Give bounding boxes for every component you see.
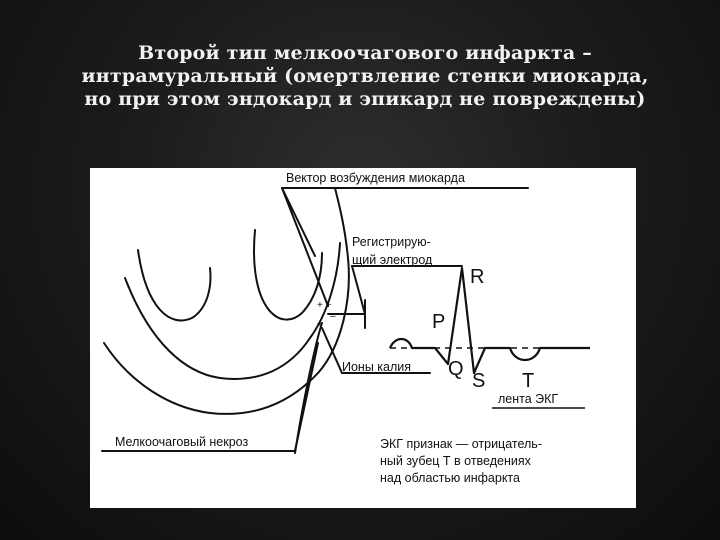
wave-q-label: Q	[448, 358, 464, 380]
wave-p-label: P	[432, 311, 446, 333]
electrode-label-line2: щий электрод	[352, 253, 433, 267]
ions-pointer	[321, 327, 431, 374]
wave-r-label: R	[470, 266, 485, 288]
ecg-trace	[388, 266, 590, 375]
ecg-sign-line1: ЭКГ признак — отрицатель-	[380, 437, 542, 451]
wave-s-label: S	[472, 370, 486, 392]
charge-minus-label: –	[330, 311, 336, 322]
electrode-label-line1: Регистрирую-	[352, 235, 431, 249]
ecg-sign-line2: ный зубец Т в отведениях	[380, 454, 531, 468]
cavity-loop-right	[253, 229, 323, 321]
ecg-sign-note: ЭКГ признак — отрицатель- ный зубец Т в …	[380, 436, 620, 487]
cavity-loop-left	[137, 249, 212, 322]
ecg-sign-line3: над областью инфаркта	[380, 471, 520, 485]
diagram-drawing	[101, 187, 590, 454]
charge-plus-label: + +	[317, 300, 332, 311]
ecg-diagram: Вектор возбуждения миокарда Регистрирую-…	[90, 168, 636, 508]
electrode-pointer	[351, 265, 366, 315]
charge-plus-mid-label: +	[317, 319, 323, 330]
outer-heart-wall	[103, 187, 350, 415]
ecg-tape-label: лента ЭКГ	[498, 392, 559, 406]
inner-heart-wall	[124, 242, 341, 380]
necrosis-label: Мелкоочаговый некроз	[115, 435, 249, 449]
slide-title: Второй тип мелкоочагового инфаркта – инт…	[81, 42, 649, 110]
vector-pointer	[281, 187, 329, 307]
vector-label: Вектор возбуждения миокарда	[286, 171, 465, 185]
wave-t-label: T	[522, 370, 535, 392]
ions-label: Ионы калия	[342, 360, 412, 374]
